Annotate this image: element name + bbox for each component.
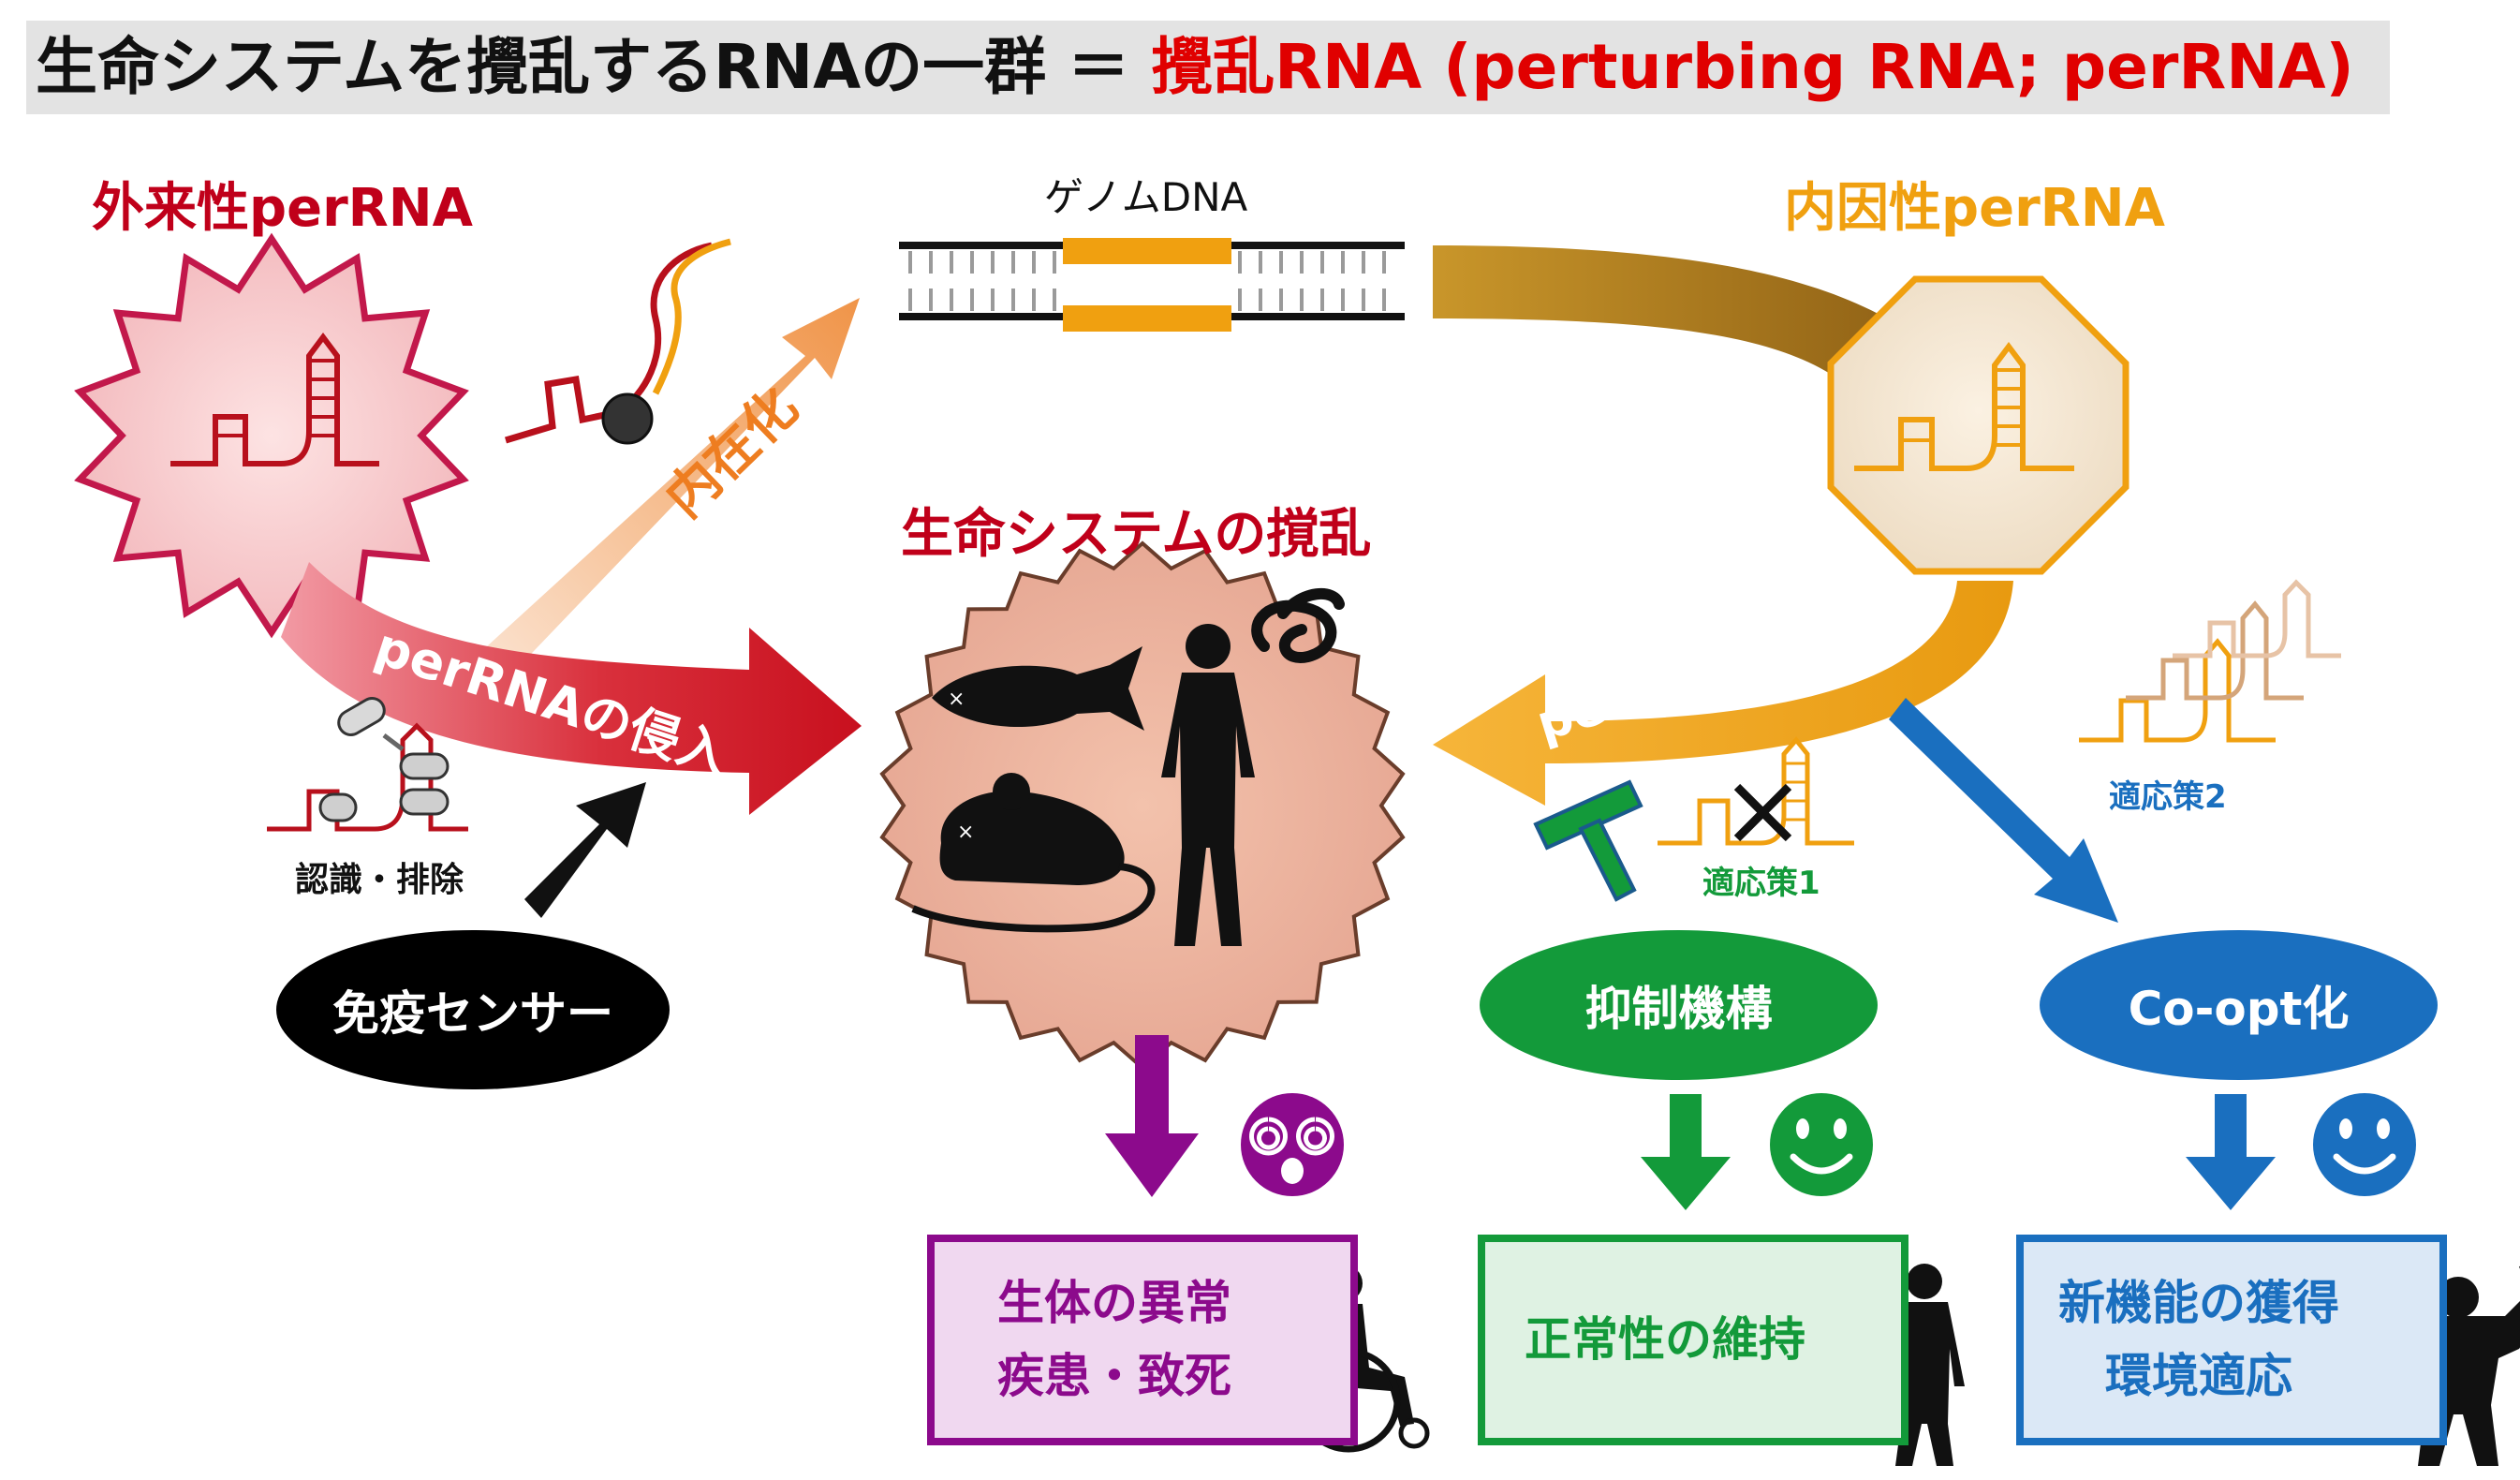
endogenous-label: 内因性perRNA <box>1784 178 2166 239</box>
outcome-new-function-line2: 環境適応 <box>2105 1348 2292 1403</box>
perturbation-label: 生命システムの撹乱 <box>901 504 1372 565</box>
immune-sensor-label: 免疫センサー <box>332 986 613 1041</box>
smile-face-green-icon <box>1770 1093 1873 1196</box>
immune-sensor-node: 免疫センサー <box>276 930 670 1089</box>
expression-arrow <box>1433 581 2013 806</box>
title-highlight: 攪乱RNA (perturbing RNA; perRNA) <box>1151 31 2354 103</box>
strategy2-rna-icon <box>2079 579 2341 743</box>
down-arrow-blue <box>2186 1094 2276 1210</box>
exogenous-virus-icon <box>74 232 469 639</box>
title-prefix: 生命システムを攪乱するRNAの一群 ＝ <box>36 31 1152 103</box>
outcome-abnormal-line2: 疾患・致死 <box>997 1348 1231 1403</box>
outcome-maintenance-box: 正常性の維持 <box>1478 1235 1908 1445</box>
suppression-node: 抑制機構 <box>1480 930 1878 1080</box>
exogenous-hairpin-rungs <box>215 359 337 437</box>
coopt-node: Co-opt化 <box>2040 930 2438 1080</box>
coopt-arrow <box>1889 698 2118 923</box>
endogenous-hairpin-rungs <box>1901 368 2023 447</box>
exogenous-hairpin-icon <box>170 333 379 466</box>
exogenous-label: 外来性perRNA <box>92 178 474 239</box>
recognition-label: 認識・排除 <box>295 861 464 899</box>
internalization-arrow <box>487 298 860 673</box>
confusion-scribble-icon <box>1251 587 1345 663</box>
strategy1-rna-icon <box>1658 736 1854 846</box>
genome-dna-label: ゲノムDNA <box>1044 174 1248 220</box>
smile-face-blue-icon <box>2313 1093 2416 1196</box>
outcome-maintenance-line1: 正常性の維持 <box>1525 1311 1805 1367</box>
outcome-new-function-box: 新機能の獲得 環境適応 <box>2016 1235 2447 1445</box>
recognition-rna-icon <box>267 697 468 832</box>
title-banner <box>26 21 2390 114</box>
endogenous-hairpin-icon <box>1854 342 2074 471</box>
strategy1-label: 適応策1 <box>1702 865 1820 902</box>
immune-arrow <box>524 782 646 918</box>
human-icon <box>1161 624 1255 946</box>
page-title: 生命システムを攪乱するRNAの一群 ＝ 攪乱RNA (perturbing RN… <box>36 28 2354 107</box>
dizzy-face-icon <box>1241 1093 1344 1196</box>
fish-icon: × <box>932 646 1144 731</box>
svg-text:×: × <box>948 688 965 711</box>
invasion-arrow <box>281 562 862 815</box>
endogenous-element-icon <box>1827 275 2129 575</box>
down-arrow-purple <box>1105 1035 1199 1197</box>
inhibition-t-icon <box>1533 779 1643 902</box>
down-arrow-green <box>1641 1094 1731 1210</box>
genome-dna-icon <box>899 238 1405 332</box>
outcome-abnormal-box: 生体の異常 疾患・致死 <box>927 1235 1358 1445</box>
svg-text:×: × <box>957 821 974 844</box>
suppression-label: 抑制機構 <box>1584 982 1773 1036</box>
coopt-label: Co-opt化 <box>2128 982 2350 1036</box>
mouse-icon: × <box>911 773 1156 933</box>
invading-rna-icon <box>504 238 731 445</box>
outcome-abnormal-line1: 生体の異常 <box>997 1276 1231 1330</box>
strategy2-label: 適応策2 <box>2109 778 2227 816</box>
genome-endogenous-band <box>1433 245 1929 412</box>
outcome-new-function-line1: 新機能の獲得 <box>2058 1276 2339 1330</box>
